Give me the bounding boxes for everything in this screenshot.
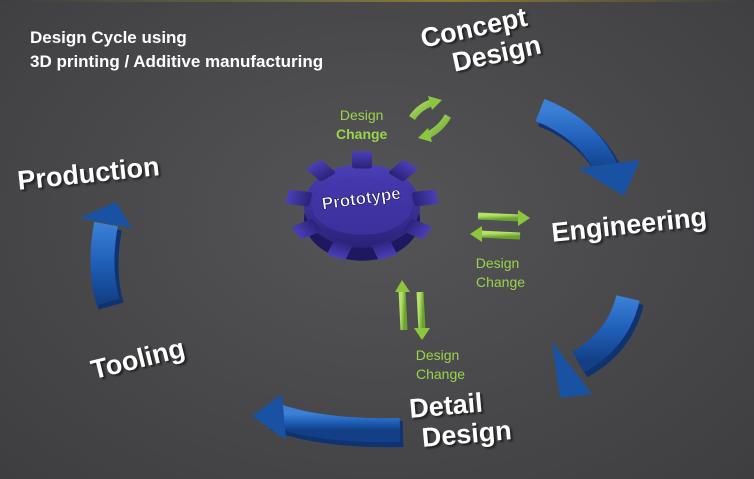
change-arrow-detail xyxy=(395,280,430,340)
design-change-3-line-2: Change xyxy=(416,366,466,382)
title-line-1: Design Cycle using xyxy=(30,28,187,47)
cycle-arrow-concept-to-engineering xyxy=(535,98,640,196)
cycle-arrow-detail-to-tooling xyxy=(252,394,404,448)
gear-icon xyxy=(285,151,439,261)
design-change-1-line-2: Change xyxy=(336,126,388,142)
design-change-label-3: Design Change xyxy=(410,346,465,384)
change-arrow-concept xyxy=(409,96,452,142)
title-line-2: 3D printing / Additive manufacturing xyxy=(30,52,324,71)
stage-detail-design: Detail Design xyxy=(408,385,513,453)
cycle-arrow-engineering-to-detail xyxy=(552,294,644,398)
design-change-1-line-1: Design xyxy=(339,107,384,123)
design-change-label-2: Design Change xyxy=(470,254,525,292)
design-change-2-line-2: Change xyxy=(476,274,526,290)
change-arrow-engineering xyxy=(470,210,530,242)
design-change-3-line-1: Design xyxy=(415,347,460,363)
cycle-arrow-tooling-to-production xyxy=(80,202,132,310)
slide-title: Design Cycle using 3D printing / Additiv… xyxy=(30,26,323,74)
design-change-2-line-1: Design xyxy=(475,255,520,271)
top-accent-line xyxy=(0,0,754,2)
design-change-label-1: Design Change xyxy=(336,106,387,144)
